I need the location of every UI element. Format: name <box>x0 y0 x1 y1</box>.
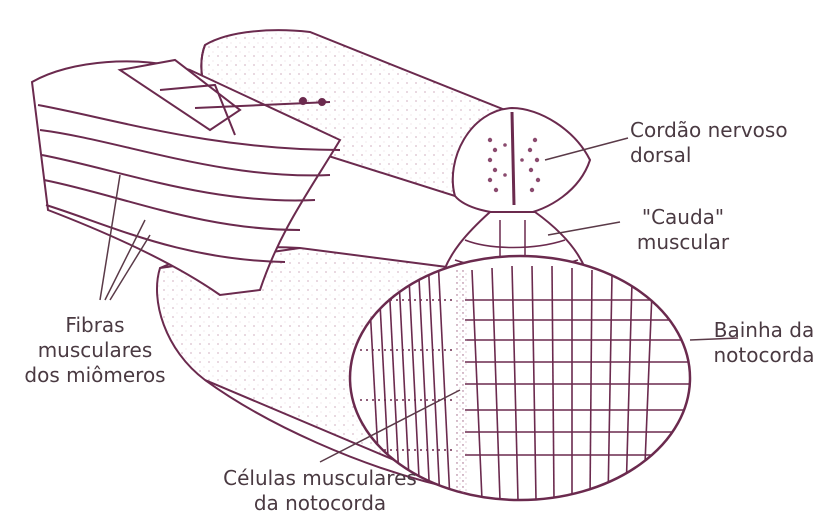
label-cordao-nervoso-line1: Cordão nervoso <box>630 118 788 143</box>
label-cauda-muscular-line1: "Cauda" <box>618 205 748 230</box>
label-fibras-musculares-line3: dos miômeros <box>10 363 180 388</box>
label-cauda-muscular-line2: muscular <box>618 230 748 255</box>
leader-cauda <box>548 222 620 235</box>
label-cordao-nervoso-line2: dorsal <box>630 143 788 168</box>
label-celulas-musculares: Células musculares da notocorda <box>210 466 430 516</box>
label-fibras-musculares-line2: musculares <box>10 338 180 363</box>
label-bainha-notocorda-line1: Bainha da <box>700 318 828 343</box>
label-fibras-musculares: Fibras musculares dos miômeros <box>10 313 180 388</box>
label-fibras-musculares-line1: Fibras <box>10 313 180 338</box>
label-celulas-musculares-line2: da notocorda <box>210 491 430 516</box>
label-celulas-musculares-line1: Células musculares <box>210 466 430 491</box>
label-cauda-muscular: "Cauda" muscular <box>618 205 748 255</box>
label-bainha-notocorda: Bainha da notocorda <box>700 318 828 368</box>
label-bainha-notocorda-line2: notocorda <box>700 343 828 368</box>
label-cordao-nervoso: Cordão nervoso dorsal <box>630 118 788 168</box>
notochord-cut-face <box>350 256 690 500</box>
